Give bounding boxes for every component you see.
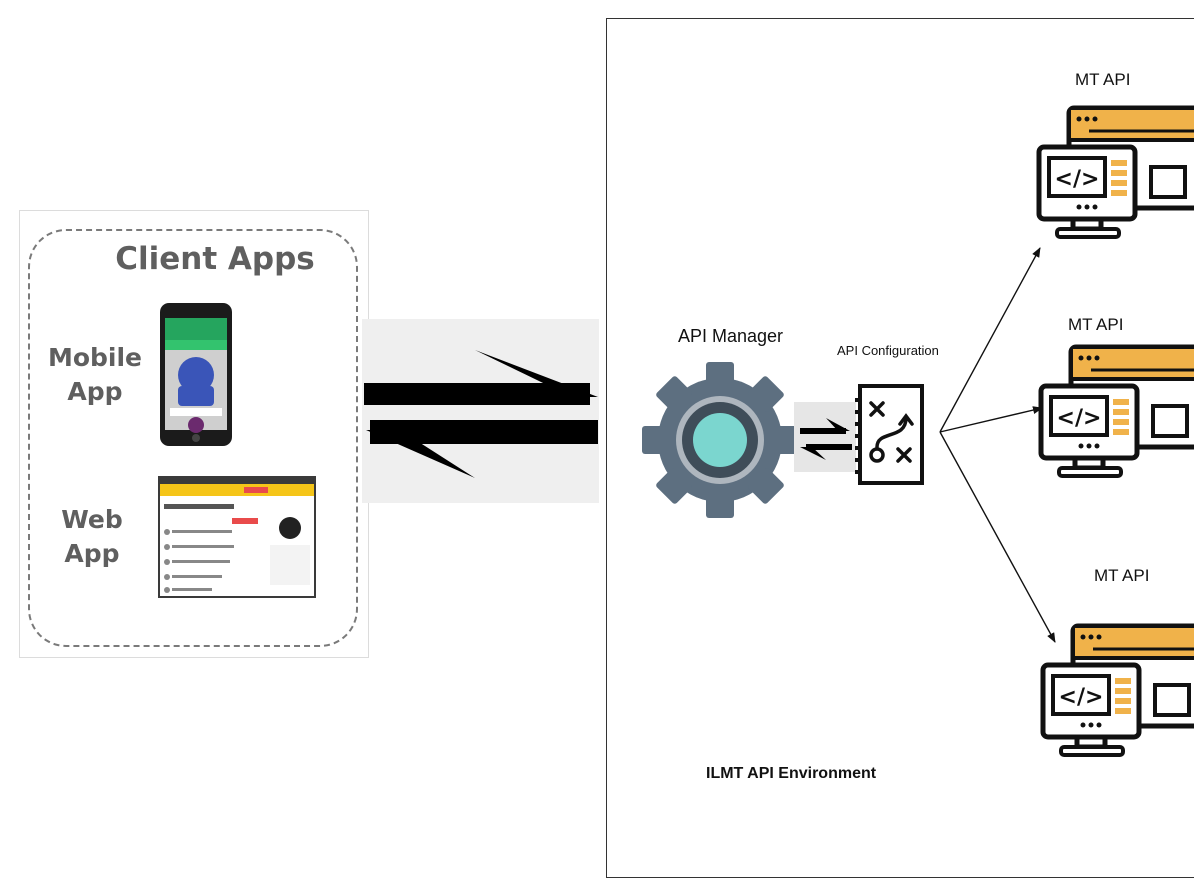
mobile-app-label-line1: Mobile [47,343,143,372]
arrow-to-mt-api-2 [939,406,1043,433]
arrow-to-mt-api-1 [939,247,1041,433]
code-computer-icon-2 [1041,347,1194,476]
mt-api-label-3: MT API [1094,566,1150,585]
api-manager-label: API Manager [678,326,784,346]
mobile-phone-screenshot [160,303,232,446]
web-app-label-line1: Web [61,505,123,534]
manager-config-exchange-icon [794,402,856,472]
code-computer-icon-3 [1043,626,1194,755]
api-configuration-icon [855,384,924,485]
svg-text:</>: </> [1055,167,1100,192]
web-app-label: Web App [32,503,152,571]
web-app-label-line2: App [64,539,120,568]
mobile-app-label: Mobile App [35,341,155,409]
mobile-app-label-line2: App [67,377,123,406]
diagram-graphics: </> [158,105,1194,859]
exchange-band [362,319,599,503]
api-connections [939,247,1056,643]
gear-icon [642,362,798,518]
mt-api-label-1: MT API [1075,70,1131,89]
environment-label: ILMT API Environment [706,765,877,782]
api-configuration-label: API Configuration [837,343,939,358]
client-apps-title: Client Apps [115,241,315,277]
client-apps-dashed-border [28,229,358,647]
web-browser-screenshot [158,476,316,598]
code-computer-icon: </> [1036,105,1194,239]
mt-api-label-2: MT API [1068,315,1124,334]
exchange-arrows-icon [364,350,598,478]
arrow-to-mt-api-3 [939,431,1056,643]
